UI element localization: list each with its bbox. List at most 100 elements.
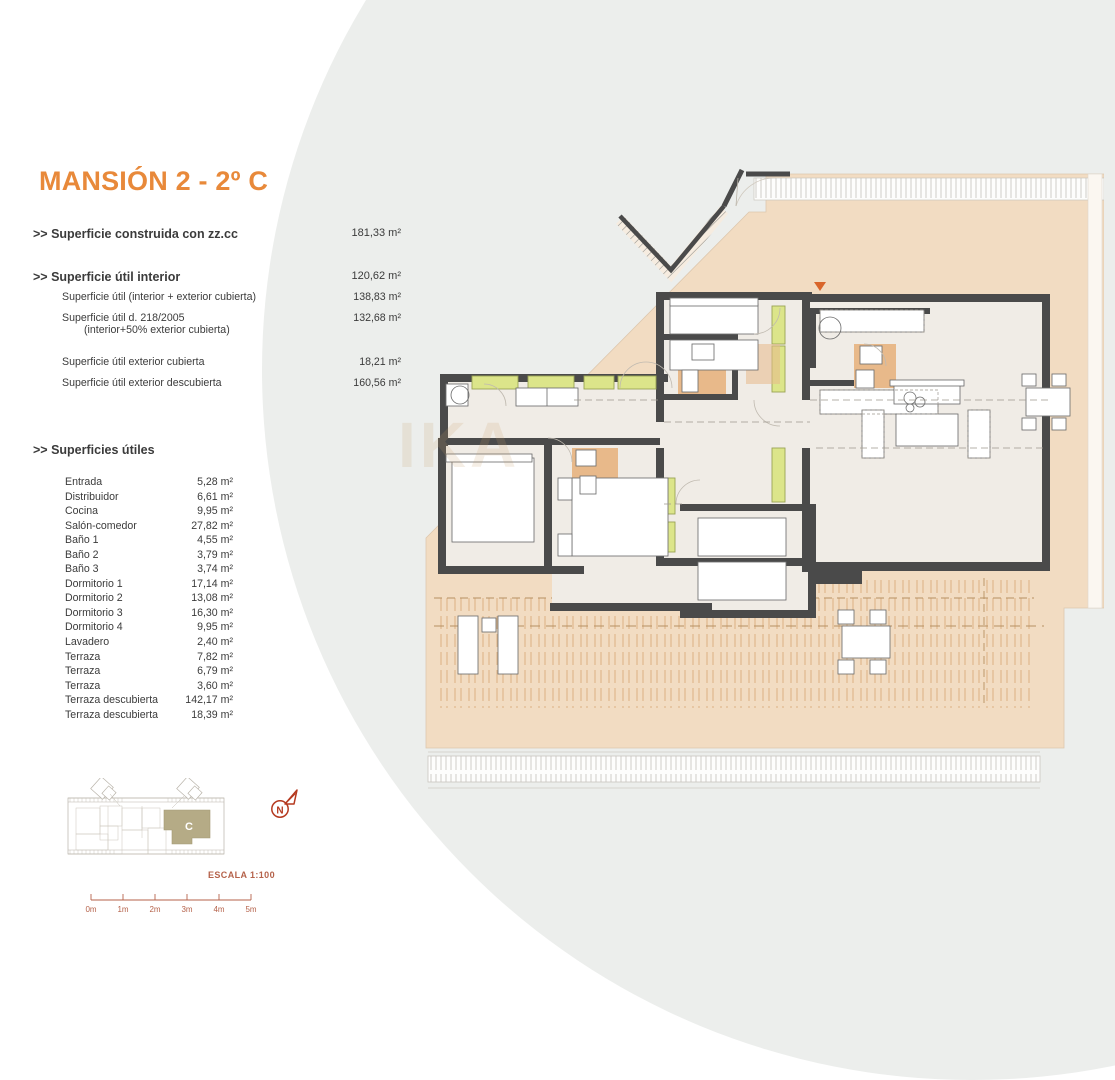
sub-area-value: 138,83 m²	[353, 291, 401, 303]
washer-drum	[450, 385, 470, 405]
room-name: Entrada	[65, 476, 103, 488]
room-area-value: 9,95 m²	[197, 505, 233, 518]
nightstand-lc-1	[557, 477, 573, 501]
sub-area-label-secondary: (interior+50% exterior cubierta)	[84, 324, 230, 336]
sink-bath-kitchenside	[859, 345, 883, 365]
headline-area-label: >> Superficie útil interior	[33, 270, 181, 284]
armchair-right	[967, 409, 991, 459]
sofa-3-seat	[893, 383, 961, 405]
door-swing-group	[483, 307, 887, 505]
hob-group	[903, 391, 926, 413]
room-area-value: 142,17 m²	[185, 694, 233, 707]
coffee-table	[895, 413, 959, 447]
headline-area-value: 181,33 m²	[351, 227, 401, 239]
wall-left-right-block	[802, 294, 810, 400]
headboard-left	[445, 453, 533, 463]
bed-double-left	[451, 457, 535, 543]
room-name: Baño 1	[65, 534, 99, 547]
shower-basin-kitchenside	[818, 316, 842, 340]
room-area-value: 2,40 m²	[197, 636, 233, 649]
entry-door-leaf	[735, 177, 739, 207]
sub-area-label: Superficie útil exterior descubierta	[62, 377, 222, 389]
room-name: Baño 2	[65, 548, 99, 561]
room-area-value: 3,79 m²	[197, 548, 233, 561]
wall-bottom-right-block	[802, 562, 1050, 571]
bottom-railing	[427, 755, 1041, 783]
sun-lounger-1	[457, 615, 479, 675]
room-name: Lavadero	[65, 636, 110, 649]
scale-tick-label: 4m	[213, 905, 224, 914]
outdoor-chair-tr-1	[1021, 373, 1037, 387]
bed-lower-right-2	[697, 561, 787, 601]
room-name: Terraza	[65, 650, 101, 663]
outdoor-chair-tr-2	[1051, 373, 1067, 387]
right-edge-strip	[1087, 173, 1103, 609]
room-name: Dormitorio 3	[65, 606, 123, 619]
page-title: MANSIÓN 2 - 2º C	[39, 166, 269, 196]
outdoor-chair-tr-4	[1051, 417, 1067, 431]
room-area-value: 13,08 m²	[191, 592, 233, 605]
sub-area-label: Superficie útil exterior cubierta	[62, 356, 205, 368]
sub-area-value: 132,68 m²	[353, 312, 401, 324]
outdoor-table-bottom	[841, 625, 891, 659]
scale-tick-label: 0m	[85, 905, 96, 914]
wall-lowerright-right	[808, 504, 816, 618]
room-area-row: Terraza descubierta 142,17 m²	[65, 694, 305, 709]
wc-bath-centre	[681, 369, 699, 393]
washer-lavadero	[445, 383, 469, 407]
room-area-value: 6,61 m²	[197, 490, 233, 503]
scale-label: ESCALA 1:100	[208, 870, 275, 880]
shower-group	[450, 316, 842, 405]
wall-bath2-top	[660, 334, 738, 340]
key-plan-thumbnail: C	[60, 778, 240, 866]
sofa-backrest	[889, 379, 965, 387]
wall-lowercentre-top	[550, 438, 660, 445]
info-column: MANSIÓN 2 - 2º C >> Superficie construid…	[0, 0, 420, 939]
sink-bath-centre	[691, 343, 715, 361]
sub-area-value: 18,21 m²	[359, 356, 401, 368]
wall-top-right-block	[802, 294, 1050, 302]
room-area-value: 7,82 m²	[197, 650, 233, 663]
sub-area-label: Superficie útil (interior + exterior cub…	[62, 291, 257, 303]
scale-tick-label: 5m	[245, 905, 256, 914]
wc-bath-kitchenside	[855, 369, 875, 389]
armchair-left	[861, 409, 885, 459]
upper-parapet	[753, 177, 1104, 201]
room-area-value: 27,82 m²	[191, 519, 233, 532]
room-area-value: 18,39 m²	[191, 708, 233, 721]
room-area-value: 9,95 m²	[197, 621, 233, 634]
headboard-twin	[669, 297, 759, 307]
room-name: Terraza descubierta	[65, 694, 159, 707]
room-name: Dormitorio 2	[65, 592, 123, 605]
roof-notch-hatch	[616, 206, 729, 283]
room-area-row: Entrada 5,28 m²	[65, 476, 305, 491]
wall-bath2-bottom	[660, 394, 738, 400]
wall-kitchen-bottom	[810, 380, 880, 386]
bed-lower-right-1	[697, 517, 787, 557]
floor-plan-drawing	[424, 148, 1104, 798]
room-name: Terraza	[65, 665, 101, 678]
hob-burner-3	[914, 396, 926, 408]
outdoor-chair-tr-3	[1021, 417, 1037, 431]
wall-lowerright-bottom	[680, 610, 816, 618]
room-name: Distribuidor	[65, 490, 119, 503]
dashed-fixture-group	[819, 309, 991, 459]
room-area-value: 5,28 m²	[197, 476, 233, 488]
scale-tick-label: 3m	[181, 905, 192, 914]
window-corridor-1	[471, 375, 519, 390]
wall-left-bedroom-bottom	[438, 566, 584, 574]
north-arrow-compass-icon: N	[268, 787, 300, 821]
room-area-row: Lavadero 2,40 m²	[65, 636, 305, 651]
sub-area-value: 160,56 m²	[353, 377, 401, 389]
room-name: Dormitorio 1	[65, 577, 123, 590]
